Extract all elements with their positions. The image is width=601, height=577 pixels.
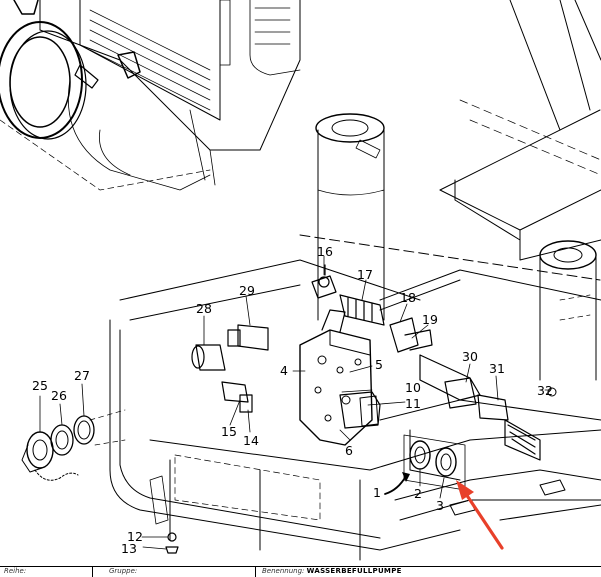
callout-4: 4	[280, 363, 288, 378]
callout-29: 29	[239, 283, 255, 298]
callout-14: 14	[243, 433, 259, 448]
callout-15: 15	[221, 424, 237, 439]
callout-2: 2	[414, 486, 422, 501]
callout-26: 26	[51, 388, 67, 403]
callout-27: 27	[74, 368, 90, 383]
inlet-ports	[403, 434, 466, 491]
callout-18: 18	[400, 290, 416, 305]
callout-12: 12	[127, 529, 143, 544]
title-cell-reihe: Reihe:	[4, 567, 88, 577]
callout-labels: 1 2 3 4 5 6 10 11 12 13 14 15 16 17 18 1…	[32, 244, 553, 556]
title-block: Reihe: Gruppe: Benennung: WASSERBEFÜLLPU…	[0, 566, 601, 577]
callout-19: 19	[422, 312, 438, 327]
callout-1: 1	[373, 485, 381, 500]
right-frame-lines	[439, 0, 601, 261]
callout-30: 30	[462, 349, 478, 364]
callout-31: 31	[489, 361, 505, 376]
top-housing	[0, 0, 301, 191]
vertical-pipe	[315, 113, 385, 321]
frame-rails	[109, 234, 601, 561]
callout-32: 32	[537, 383, 553, 398]
callout-13: 13	[121, 541, 137, 556]
right-pipe	[539, 240, 597, 381]
callout-16: 16	[317, 244, 333, 259]
leader-lines	[39, 255, 551, 550]
callout-3: 3	[436, 498, 444, 513]
callout-17: 17	[357, 267, 373, 282]
benennung-label: Benennung:	[262, 567, 305, 575]
reihe-label: Reihe:	[4, 567, 27, 575]
callout-25: 25	[32, 378, 48, 393]
rotation-arrow	[384, 475, 407, 495]
part-32-fitting	[547, 387, 557, 397]
title-cell-benennung: Benennung: WASSERBEFÜLLPUMPE	[255, 567, 601, 577]
callout-10: 10	[405, 380, 421, 395]
callout-11: 11	[405, 396, 421, 411]
fittings	[149, 264, 541, 554]
callout-28: 28	[196, 301, 212, 316]
benennung-value: WASSERBEFÜLLPUMPE	[306, 567, 402, 575]
pump-body	[299, 309, 381, 446]
title-cell-gruppe: Gruppe:	[92, 567, 269, 577]
red-indicator-arrow	[456, 480, 504, 550]
callout-5: 5	[375, 357, 383, 372]
callout-6: 6	[345, 443, 353, 458]
gruppe-label: Gruppe:	[109, 567, 138, 575]
